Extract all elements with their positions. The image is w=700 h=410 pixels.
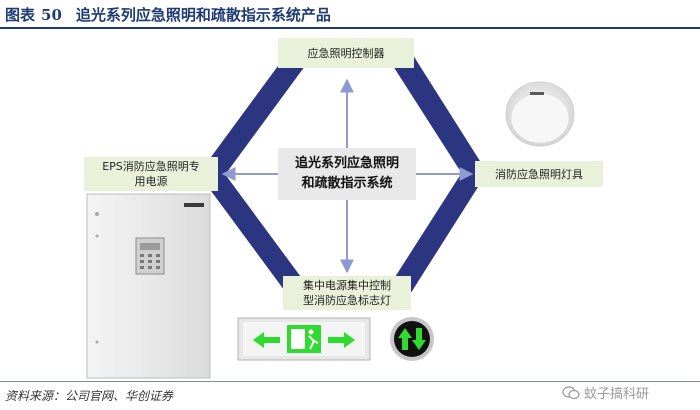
center-label-line1: 追光系列应急照明 xyxy=(295,154,399,174)
node-left-label-line1: EPS消防应急照明专 xyxy=(102,159,200,174)
wechat-icon xyxy=(562,386,580,400)
watermark-text: 蚊子搞科研 xyxy=(584,383,649,402)
node-center-system: 追光系列应急照明 和疏散指示系统 xyxy=(278,148,416,200)
exit-sign-image xyxy=(238,318,370,360)
node-right-label: 消防应急照明灯具 xyxy=(495,167,583,182)
round-arrow-sign-image xyxy=(390,317,434,361)
round-emergency-lamp-image xyxy=(506,82,574,146)
node-top-label: 应急照明控制器 xyxy=(308,46,385,61)
source-note: 资料来源：公司官网、华创证券 xyxy=(5,387,173,404)
eps-cabinet-image xyxy=(87,194,210,378)
source-rule xyxy=(0,381,700,382)
node-left-label-line2: 用电源 xyxy=(102,174,200,189)
node-bottom-label-line1: 集中电源集中控制 xyxy=(303,278,391,293)
node-emergency-lighting: 消防应急照明灯具 xyxy=(475,161,603,187)
node-eps-power-supply: EPS消防应急照明专 用电源 xyxy=(84,157,218,191)
watermark: 蚊子搞科研 xyxy=(562,383,649,402)
node-bottom-label-line2: 型消防应急标志灯 xyxy=(303,293,391,308)
center-label-line2: 和疏散指示系统 xyxy=(295,174,399,194)
node-emergency-controller: 应急照明控制器 xyxy=(278,38,414,68)
node-exit-sign: 集中电源集中控制 型消防应急标志灯 xyxy=(283,276,411,310)
